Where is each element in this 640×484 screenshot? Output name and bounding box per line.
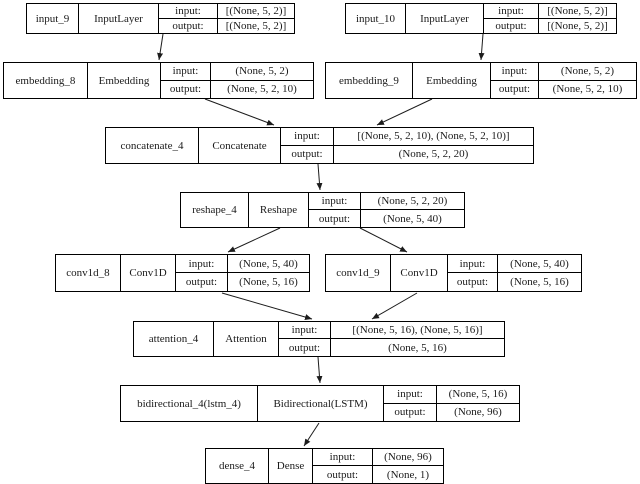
- edge-input_9-embedding_8: [157, 33, 164, 61]
- output-shape: (None, 5, 40): [383, 212, 442, 225]
- layer-type: Bidirectional(LSTM): [258, 386, 384, 421]
- edge-concatenate_4-reshape_4: [316, 163, 323, 191]
- layer-type: Conv1D: [121, 255, 176, 291]
- input-label: input:: [159, 4, 218, 19]
- output-label: output:: [159, 18, 218, 33]
- input-label: input:: [161, 63, 211, 81]
- output-label: output:: [448, 273, 498, 291]
- output-shape: [(None, 5, 2)]: [225, 19, 287, 32]
- input-label: input:: [309, 193, 361, 210]
- output-label: output:: [313, 466, 373, 483]
- output-label: output:: [491, 80, 539, 98]
- output-label: output:: [176, 273, 228, 291]
- node-bidirectional_4: bidirectional_4(lstm_4) Bidirectional(LS…: [120, 385, 520, 422]
- input-label: input:: [279, 322, 331, 339]
- output-shape: (None, 5, 2, 10): [552, 83, 623, 96]
- output-shape: (None, 5, 16): [239, 276, 298, 288]
- input-shape: [(None, 5, 2, 10), (None, 5, 2, 10)]: [334, 128, 533, 146]
- input-shape: (None, 96): [373, 449, 443, 466]
- layer-type: Dense: [269, 449, 313, 483]
- layer-type: InputLayer: [406, 4, 484, 33]
- layer-type: Embedding: [88, 63, 161, 98]
- input-label: input:: [313, 449, 373, 466]
- node-input_10: input_10 InputLayer input: [(None, 5, 2)…: [345, 3, 617, 34]
- node-input_9: input_9 InputLayer input: [(None, 5, 2)]…: [26, 3, 295, 34]
- layer-name: dense_4: [206, 449, 269, 483]
- layer-type: Conv1D: [391, 255, 448, 291]
- output-shape: (None, 1): [386, 468, 430, 481]
- edge-reshape_4-conv1d_8: [227, 227, 281, 253]
- node-conv1d_8: conv1d_8 Conv1D input: (None, 5, 40) out…: [55, 254, 310, 292]
- node-attention_4: attention_4 Attention input: [(None, 5, …: [133, 321, 505, 357]
- edge-bidirectional_4-dense_4: [303, 422, 320, 447]
- layer-name: embedding_8: [4, 63, 88, 98]
- edge-conv1d_8-attention_4: [221, 292, 313, 320]
- output-label: output:: [309, 210, 361, 227]
- input-label: input:: [491, 63, 539, 81]
- layer-name: attention_4: [134, 322, 214, 356]
- layer-name: concatenate_4: [106, 128, 199, 163]
- layer-type: Concatenate: [199, 128, 281, 163]
- input-shape: [(None, 5, 16), (None, 5, 16)]: [331, 322, 504, 339]
- input-label: input:: [384, 386, 437, 404]
- layer-type: InputLayer: [79, 4, 159, 33]
- node-concatenate_4: concatenate_4 Concatenate input: [(None,…: [105, 127, 534, 164]
- output-label: output:: [281, 145, 334, 163]
- node-embedding_8: embedding_8 Embedding input: (None, 5, 2…: [3, 62, 314, 99]
- node-embedding_9: embedding_9 Embedding input: (None, 5, 2…: [325, 62, 637, 99]
- input-shape: (None, 5, 40): [498, 255, 581, 273]
- edge-embedding_9-concatenate_4: [376, 98, 433, 126]
- input-shape: (None, 5, 2): [539, 63, 636, 81]
- edge-conv1d_9-attention_4: [371, 292, 418, 320]
- output-label: output:: [279, 339, 331, 356]
- output-label: output:: [484, 18, 539, 33]
- output-shape: (None, 5, 2, 20): [398, 148, 469, 161]
- node-reshape_4: reshape_4 Reshape input: (None, 5, 2, 20…: [180, 192, 465, 228]
- input-shape: (None, 5, 16): [437, 386, 519, 404]
- output-shape: (None, 96): [454, 406, 502, 419]
- input-shape: (None, 5, 40): [228, 255, 309, 273]
- input-label: input:: [281, 128, 334, 146]
- node-conv1d_9: conv1d_9 Conv1D input: (None, 5, 40) out…: [325, 254, 582, 292]
- edge-attention_4-bidirectional_4: [316, 356, 323, 384]
- layer-name: conv1d_8: [56, 255, 121, 291]
- output-shape: (None, 5, 16): [510, 276, 569, 288]
- layer-type: Embedding: [413, 63, 491, 98]
- layer-type: Attention: [214, 322, 279, 356]
- output-label: output:: [384, 403, 437, 421]
- edge-embedding_8-concatenate_4: [204, 98, 275, 126]
- output-label: output:: [161, 80, 211, 98]
- input-label: input:: [448, 255, 498, 273]
- layer-type: Reshape: [249, 193, 309, 227]
- input-shape: (None, 5, 2, 20): [361, 193, 464, 210]
- input-label: input:: [176, 255, 228, 273]
- node-dense_4: dense_4 Dense input: (None, 96) output: …: [205, 448, 444, 484]
- input-shape: [(None, 5, 2)]: [218, 4, 294, 19]
- layer-name: conv1d_9: [326, 255, 391, 291]
- input-shape: (None, 5, 2): [211, 63, 313, 81]
- layer-name: embedding_9: [326, 63, 413, 98]
- edge-input_10-embedding_9: [478, 33, 485, 61]
- layer-name: reshape_4: [181, 193, 249, 227]
- layer-name: bidirectional_4(lstm_4): [121, 386, 258, 421]
- edge-reshape_4-conv1d_9: [359, 227, 408, 253]
- layer-name: input_9: [27, 4, 79, 33]
- layer-name: input_10: [346, 4, 406, 33]
- input-label: input:: [484, 4, 539, 19]
- input-shape: [(None, 5, 2)]: [539, 4, 616, 19]
- output-shape: [(None, 5, 2)]: [547, 19, 608, 32]
- output-shape: (None, 5, 16): [388, 341, 447, 354]
- output-shape: (None, 5, 2, 10): [227, 83, 297, 96]
